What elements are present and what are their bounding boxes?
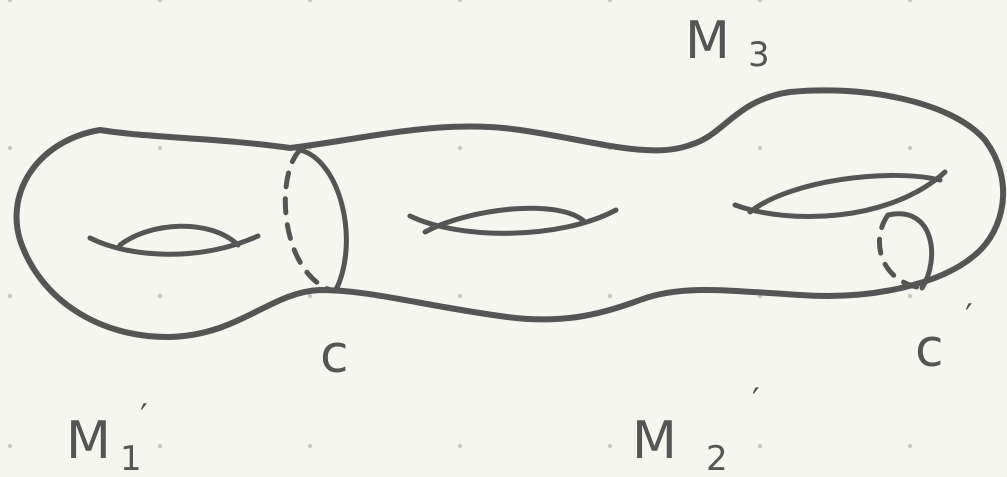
curve-c [285, 150, 346, 290]
grid-dot [158, 294, 162, 298]
svg-text:M: M [66, 411, 111, 471]
svg-text:c: c [915, 319, 944, 379]
grid-dot [158, 444, 162, 448]
svg-text:2: 2 [706, 439, 728, 477]
svg-text:1: 1 [120, 439, 142, 477]
svg-text:c: c [320, 325, 349, 385]
svg-text:3: 3 [748, 35, 770, 75]
grid-dot [8, 294, 12, 298]
grid-dot [758, 0, 762, 2]
grid-dot [158, 146, 162, 150]
grid-dot [758, 146, 762, 150]
handle-right [735, 172, 945, 217]
grid-dot [458, 146, 462, 150]
label-m3: M 3 [685, 11, 770, 75]
grid-dot [308, 0, 312, 2]
curve-c-front [300, 150, 346, 290]
grid-dot [8, 146, 12, 150]
curve-c-prime-back [879, 215, 922, 288]
grid-dot [308, 444, 312, 448]
svg-text:′: ′ [965, 297, 973, 337]
svg-text:′: ′ [140, 397, 148, 437]
grid-dot [8, 0, 12, 2]
grid-dot [608, 294, 612, 298]
svg-text:M: M [685, 11, 730, 71]
curve-c-prime [879, 214, 931, 288]
label-c-prime: c ′ [915, 297, 973, 379]
svg-text:′: ′ [752, 381, 760, 421]
grid-dot [458, 294, 462, 298]
grid-dot [8, 444, 12, 448]
label-c: c [320, 325, 349, 385]
label-m2-prime: M 2 ′ [632, 381, 760, 477]
grid-dot [608, 0, 612, 2]
grid-dots [8, 0, 912, 448]
grid-dot [908, 146, 912, 150]
curve-c-back [285, 150, 330, 290]
grid-dot [908, 444, 912, 448]
svg-text:M: M [632, 411, 677, 471]
grid-dot [908, 294, 912, 298]
grid-dot [908, 0, 912, 2]
grid-dot [458, 0, 462, 2]
grid-dot [308, 294, 312, 298]
grid-dot [608, 444, 612, 448]
handle-left [90, 226, 258, 254]
handle-middle [410, 208, 616, 233]
label-m1-prime: M 1 ′ [66, 397, 148, 477]
grid-dot [458, 444, 462, 448]
grid-dot [758, 444, 762, 448]
grid-dot [158, 0, 162, 2]
